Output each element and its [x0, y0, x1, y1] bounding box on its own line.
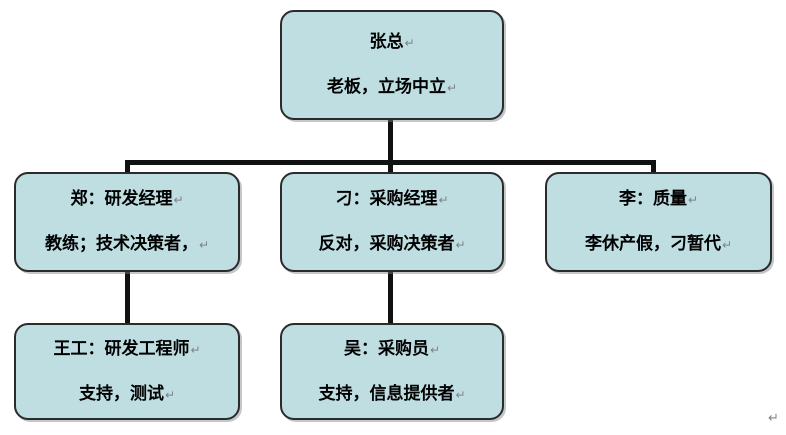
node-boss-title: 张总↵ — [369, 32, 415, 53]
return-mark: ↵ — [687, 193, 699, 208]
node-quality[interactable]: 李：质量↵ 李休产假，刁暂代↵ — [545, 172, 772, 272]
return-mark: ↵ — [404, 36, 415, 51]
node-boss[interactable]: 张总↵ 老板，立场中立↵ — [280, 10, 504, 120]
node-rd-engineer[interactable]: 王工：研发工程师↵ 支持，测试↵ — [14, 323, 240, 420]
connector-boss-stem — [388, 118, 393, 164]
connector-drop-purchasing-manager — [388, 160, 393, 174]
stray-paragraph-mark: ↵ — [768, 411, 779, 426]
return-mark: ↵ — [429, 342, 441, 357]
return-mark: ↵ — [446, 81, 458, 95]
node-purchasing-manager-subtitle: 反对，采购决策者↵ — [318, 234, 466, 254]
node-purchasing-manager[interactable]: 刁：采购经理↵ 反对，采购决策者↵ — [280, 172, 504, 272]
return-mark: ↵ — [721, 238, 733, 252]
node-quality-title: 李：质量↵ — [618, 189, 699, 210]
node-rd-manager[interactable]: 郑：研发经理↵ 教练；技术决策者，↵ — [14, 172, 240, 272]
node-rd-engineer-subtitle: 支持，测试↵ — [78, 383, 176, 404]
return-mark: ↵ — [438, 193, 449, 208]
connector-rd-manager-to-engineer — [125, 270, 130, 325]
connector-purchasing-manager-to-buyer — [388, 270, 393, 325]
node-buyer-title: 吴：采购员↵ — [343, 338, 441, 359]
node-purchasing-manager-title: 刁：采购经理↵ — [335, 189, 449, 210]
return-mark: ↵ — [455, 387, 466, 402]
return-mark: ↵ — [173, 193, 184, 208]
node-buyer[interactable]: 吴：采购员↵ 支持，信息提供者↵ — [280, 323, 504, 420]
node-rd-manager-title: 郑：研发经理↵ — [70, 189, 184, 210]
return-mark: ↵ — [164, 387, 176, 402]
node-boss-subtitle: 老板，立场中立↵ — [326, 77, 458, 97]
connector-drop-quality — [651, 160, 656, 174]
connector-drop-rd-manager — [125, 160, 130, 174]
return-mark: ↵ — [198, 238, 210, 252]
return-mark: ↵ — [190, 342, 201, 357]
node-rd-engineer-title: 王工：研发工程师↵ — [53, 338, 201, 359]
node-rd-manager-subtitle: 教练；技术决策者，↵ — [44, 234, 210, 254]
return-mark: ↵ — [455, 238, 466, 252]
node-buyer-subtitle: 支持，信息提供者↵ — [318, 383, 466, 404]
node-quality-subtitle: 李休产假，刁暂代↵ — [584, 234, 733, 254]
